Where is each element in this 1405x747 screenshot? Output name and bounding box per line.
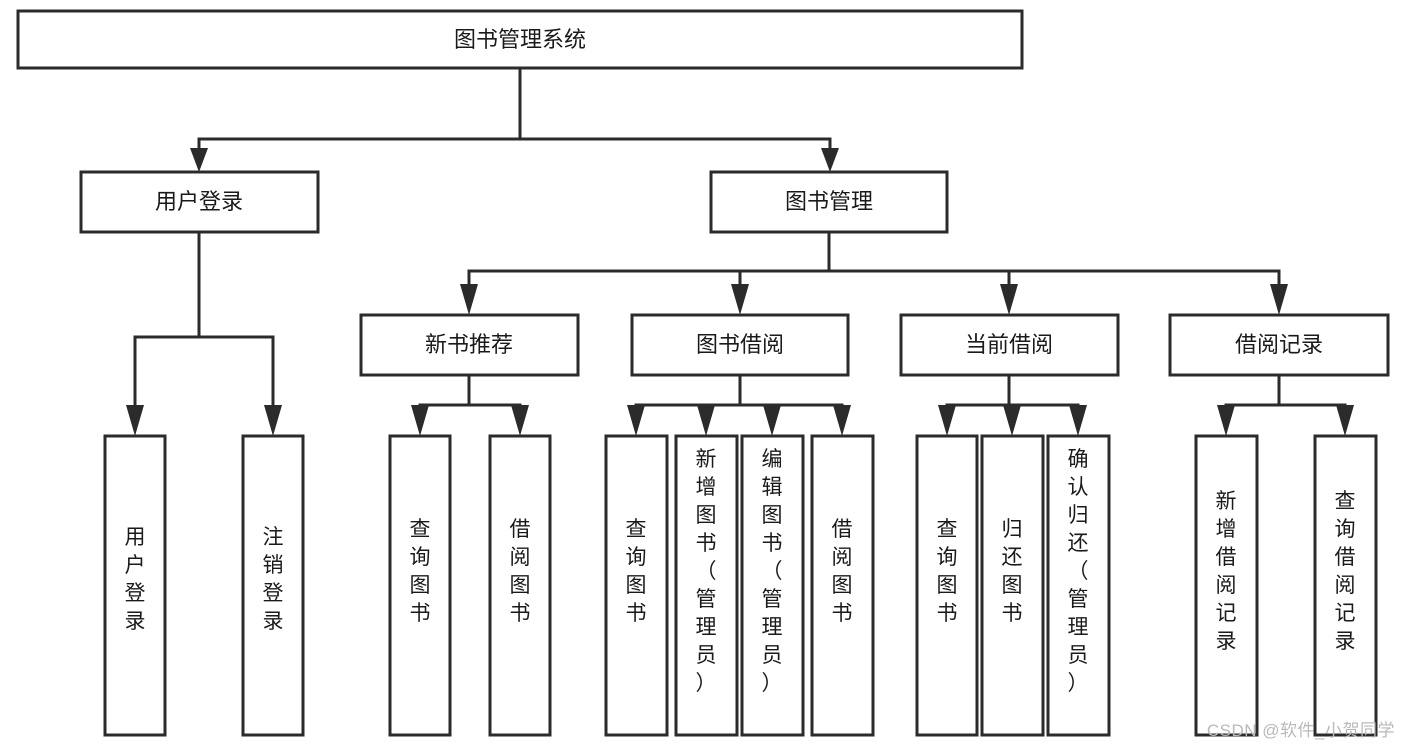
node-leaf-borrow-book-rec[interactable]: 借阅图书	[488, 434, 552, 737]
node-root-label: 图书管理系统	[454, 27, 586, 52]
arrow-to-current-borrow	[1000, 284, 1018, 315]
arrow-to-leaf-edit-book	[763, 405, 781, 436]
node-leaf-borrow-book[interactable]: 借阅图书	[810, 434, 875, 737]
edges-newbookrec-to-leaves	[411, 373, 529, 436]
edges-borrowrecord-to-leaves	[1217, 373, 1354, 436]
node-book-manage-label: 图书管理	[785, 189, 873, 214]
node-root[interactable]: 图书管理系统	[16, 9, 1024, 70]
arrow-to-leaf-user-logout	[264, 405, 282, 436]
node-leaf-query-book-bor-label: 查询图书	[626, 518, 647, 625]
node-leaf-edit-book-box[interactable]	[740, 434, 805, 737]
node-user-login[interactable]: 用户登录	[79, 170, 320, 234]
arrow-to-leaf-borrow-book	[833, 405, 851, 436]
node-leaf-add-book-box[interactable]	[674, 434, 739, 737]
node-leaf-query-book-rec[interactable]: 查询图书	[388, 434, 452, 737]
node-leaf-add-book-label: 新增图书（管理员）	[696, 448, 717, 695]
node-leaf-return-book-box[interactable]	[980, 434, 1045, 737]
node-borrow-record-box[interactable]	[1168, 313, 1390, 377]
node-leaf-query-record[interactable]: 查询借阅记录	[1313, 434, 1378, 737]
node-book-borrow-label: 图书借阅	[696, 332, 784, 357]
arrow-to-book-borrow	[731, 284, 749, 315]
node-leaf-borrow-book-rec-box[interactable]	[488, 434, 552, 737]
node-leaf-user-logout[interactable]: 注销登录	[241, 434, 305, 737]
node-leaf-borrow-book-label: 借阅图书	[832, 518, 853, 625]
node-leaf-user-login[interactable]: 用户登录	[103, 434, 167, 737]
node-leaf-query-book-cur-box[interactable]	[915, 434, 979, 737]
node-current-borrow-label: 当前借阅	[965, 332, 1053, 357]
node-root-box[interactable]	[16, 9, 1024, 70]
node-new-book-rec[interactable]: 新书推荐	[359, 313, 580, 377]
arrow-to-new-book-rec	[460, 284, 478, 315]
node-book-borrow[interactable]: 图书借阅	[630, 313, 850, 377]
edges-bookborrow-to-leaves	[627, 373, 851, 436]
node-leaf-borrow-book-box[interactable]	[810, 434, 875, 737]
node-leaf-user-login-box[interactable]	[103, 434, 167, 737]
node-leaf-query-book-bor[interactable]: 查询图书	[604, 434, 669, 737]
node-leaf-query-book-cur[interactable]: 查询图书	[915, 434, 979, 737]
node-leaf-add-record[interactable]: 新增借阅记录	[1194, 434, 1259, 737]
node-book-manage[interactable]: 图书管理	[709, 170, 949, 234]
edges-bookmanage-to-level3	[460, 230, 1288, 315]
node-leaf-user-login-label: 用户登录	[125, 526, 146, 633]
node-leaf-user-logout-label: 注销登录	[263, 526, 284, 633]
arrow-to-leaf-user-login	[126, 405, 144, 436]
node-user-login-box[interactable]	[79, 170, 320, 234]
arrow-to-leaf-return-book	[1003, 405, 1021, 436]
arrow-to-leaf-query-book-rec	[411, 405, 429, 436]
node-leaf-edit-book[interactable]: 编辑图书（管理员）	[740, 434, 805, 737]
node-current-borrow[interactable]: 当前借阅	[899, 313, 1120, 377]
arrow-to-user-login	[190, 148, 208, 172]
node-current-borrow-box[interactable]	[899, 313, 1120, 377]
node-leaf-confirm-return-box[interactable]	[1046, 434, 1111, 737]
arrow-to-leaf-add-record	[1217, 405, 1235, 436]
node-leaf-add-book[interactable]: 新增图书（管理员）	[674, 434, 739, 737]
arrow-to-leaf-query-record	[1336, 405, 1354, 436]
node-leaf-query-book-cur-label: 查询图书	[937, 518, 958, 625]
arrow-to-leaf-query-book-bor	[627, 405, 645, 436]
node-leaf-query-book-bor-box[interactable]	[604, 434, 669, 737]
arrow-to-leaf-confirm-return	[1069, 405, 1087, 436]
node-borrow-record-label: 借阅记录	[1235, 332, 1323, 357]
arrow-to-leaf-add-book	[697, 405, 715, 436]
edges-root-to-level2	[190, 66, 839, 172]
node-leaf-query-record-box[interactable]	[1313, 434, 1378, 737]
node-leaf-add-record-label: 新增借阅记录	[1216, 490, 1237, 653]
node-leaf-borrow-book-rec-label: 借阅图书	[510, 518, 531, 625]
node-leaf-query-book-rec-label: 查询图书	[410, 518, 431, 625]
node-user-login-label: 用户登录	[155, 189, 243, 214]
node-leaf-query-book-rec-box[interactable]	[388, 434, 452, 737]
node-new-book-rec-label: 新书推荐	[425, 332, 513, 357]
node-leaf-user-logout-box[interactable]	[241, 434, 305, 737]
node-new-book-rec-box[interactable]	[359, 313, 580, 377]
node-book-manage-box[interactable]	[709, 170, 949, 234]
arrow-to-borrow-record	[1270, 284, 1288, 315]
node-leaf-return-book[interactable]: 归还图书	[980, 434, 1045, 737]
node-borrow-record[interactable]: 借阅记录	[1168, 313, 1390, 377]
arrow-to-leaf-query-book-cur	[938, 405, 956, 436]
edges-currentborrow-to-leaves	[938, 373, 1087, 436]
arrow-to-book-manage	[821, 148, 839, 172]
node-book-borrow-box[interactable]	[630, 313, 850, 377]
node-leaf-return-book-label: 归还图书	[1002, 518, 1023, 625]
node-leaf-query-record-label: 查询借阅记录	[1335, 490, 1356, 653]
node-leaf-add-record-box[interactable]	[1194, 434, 1259, 737]
arrow-to-leaf-borrow-book-rec	[511, 405, 529, 436]
node-leaf-edit-book-label: 编辑图书（管理员）	[762, 448, 783, 695]
node-leaf-confirm-return-label: 确认归还（管理员）	[1068, 448, 1089, 695]
edges-userlogin-to-leaves	[126, 230, 282, 436]
node-leaf-confirm-return[interactable]: 确认归还（管理员）	[1046, 434, 1111, 737]
